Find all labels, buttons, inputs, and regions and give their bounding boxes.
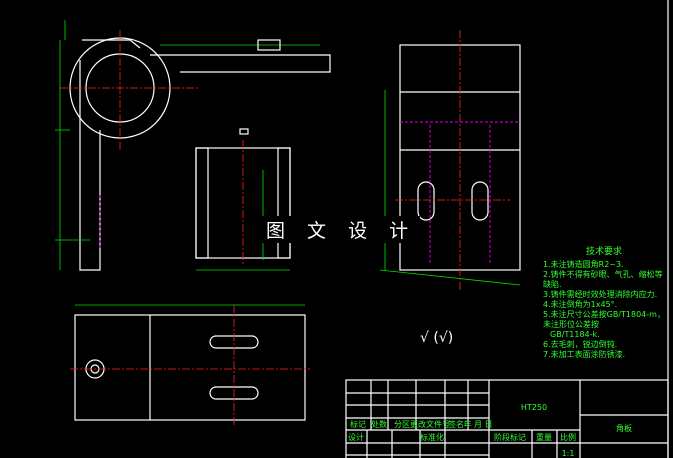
standardization-label: 标准化	[420, 432, 444, 442]
title-block: HT250 角板 标记 处数 分区 更改文件号 签名 年 月 日 设计 标准化 …	[345, 379, 669, 458]
tech-item: 6.去毛刺，锐边倒钝.	[543, 340, 618, 349]
watermark: 图 文 设 计	[262, 216, 421, 243]
header-cell: 更改文件号	[410, 419, 450, 429]
tech-title: 技术要求	[585, 247, 622, 257]
design-label: 设计	[348, 432, 364, 442]
tech-item: 5.未注尺寸公差按GB/T1804-m，未注形位公差按	[543, 310, 665, 329]
header-cell: 年 月 日	[463, 419, 492, 429]
tech-item: 1.未注铸造圆角R2~3.	[543, 260, 624, 269]
header-cell: 分区	[394, 420, 410, 429]
tech-item: 4.未注倒角为1x45°.	[543, 300, 618, 309]
header-cell: 标记	[350, 419, 366, 429]
tech-item: 2.铸件不得有砂眼、气孔、缩松等缺陷.	[543, 270, 663, 289]
front-view	[55, 20, 331, 271]
stage-mark-label: 阶段标记	[494, 432, 526, 442]
tech-item: GB/T1184-k.	[550, 330, 600, 339]
top-view	[70, 304, 310, 425]
roughness-symbol: √ (√)	[420, 330, 453, 346]
part-name: 角板	[616, 423, 632, 433]
tech-item: 7.未加工表面涂防锈漆.	[543, 350, 626, 359]
tech-requirements: 技术要求 1.未注铸造圆角R2~3. 2.铸件不得有砂眼、气孔、缩松等缺陷. 3…	[543, 246, 665, 360]
tech-item: 3.铸件需经时效处理消除内应力.	[543, 290, 658, 299]
header-cell: 处数	[371, 419, 387, 429]
scale-value: 1:1	[562, 449, 575, 458]
header-cell: 签名	[448, 419, 464, 429]
side-view	[379, 30, 521, 290]
scale-label: 比例	[560, 432, 576, 442]
weight-label: 重量	[536, 432, 552, 442]
material: HT250	[521, 403, 547, 412]
section-view	[195, 128, 291, 271]
